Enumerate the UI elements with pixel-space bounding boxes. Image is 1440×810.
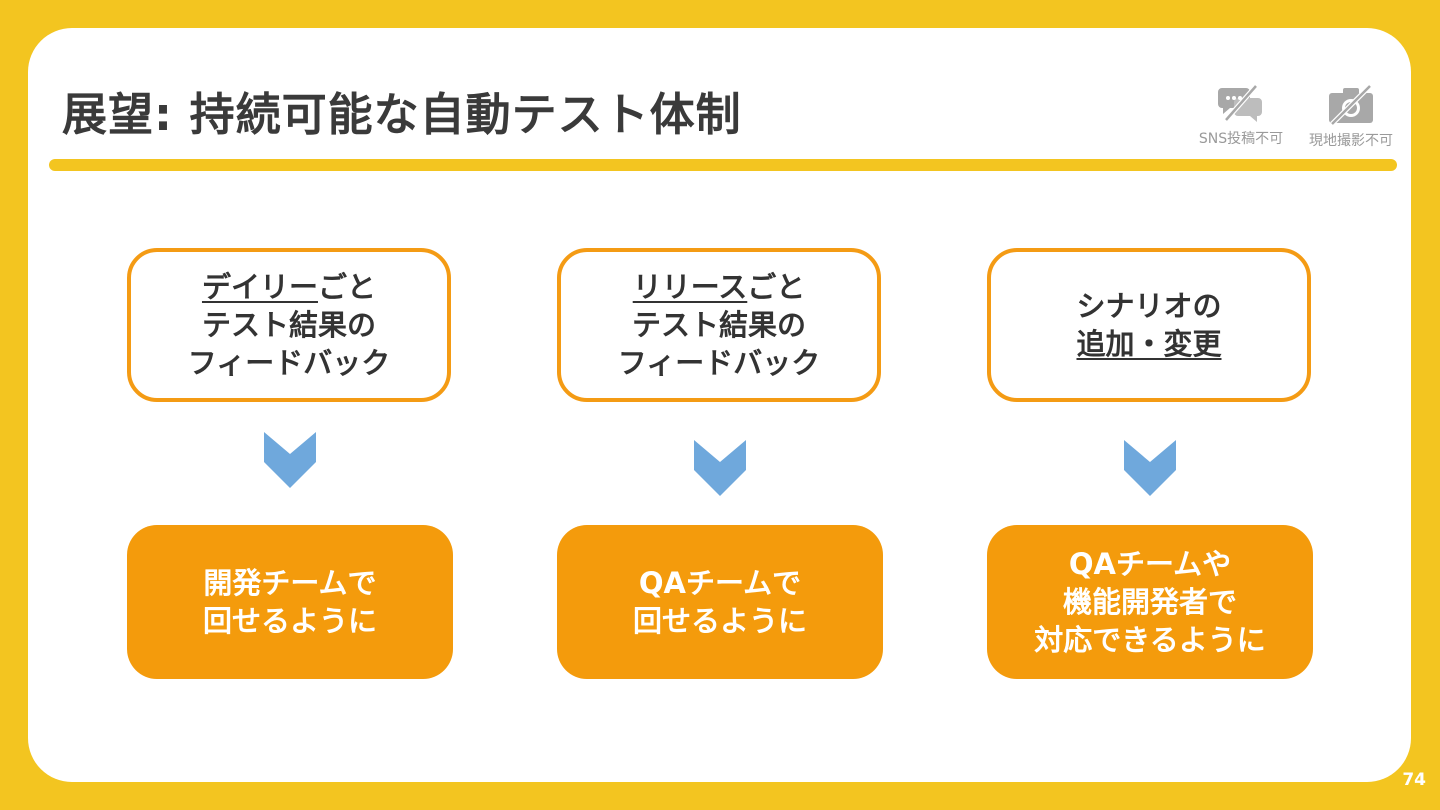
daily-line1-rest: ごと <box>317 270 376 304</box>
qa-dev-line2: 機能開発者で <box>1062 585 1237 619</box>
dev-team-line2: 回せるように <box>202 604 377 638</box>
qa-team-line2: 回せるように <box>632 604 807 638</box>
qa-dev-line1: QAチームや <box>1068 547 1232 581</box>
daily-underlined-text: デイリー <box>201 270 318 304</box>
release-line2: テスト結果の <box>631 308 806 342</box>
chevron-down-icon <box>264 432 316 488</box>
qa-team-line1: QAチームで <box>638 566 802 600</box>
photo-notice: 現地撮影不可 <box>1296 84 1406 150</box>
daily-line2: テスト結果の <box>201 308 376 342</box>
sns-notice: SNS投稿不可 <box>1186 84 1296 148</box>
no-camera-icon <box>1329 84 1373 126</box>
chevron-down-icon <box>694 440 746 496</box>
scenario-change-box: シナリオの 追加・変更 <box>987 248 1311 402</box>
release-underlined-text: リリース <box>632 270 748 304</box>
dev-team-box: 開発チームで 回せるように <box>127 525 453 679</box>
scenario-line1: シナリオの <box>1076 289 1222 323</box>
photo-notice-label: 現地撮影不可 <box>1309 133 1393 149</box>
dev-team-line1: 開発チームで <box>203 566 377 600</box>
qa-team-box: QAチームで 回せるように <box>557 525 883 679</box>
page-number: 74 <box>1402 770 1426 790</box>
no-sns-chat-icon <box>1218 84 1262 122</box>
release-line1-rest: ごと <box>747 270 806 304</box>
title-underline <box>49 159 1397 171</box>
daily-feedback-box: デイリーごと テスト結果の フィードバック <box>127 248 451 402</box>
release-line3: フィードバック <box>617 346 821 380</box>
daily-line3: フィードバック <box>187 346 391 380</box>
chevron-down-icon <box>1124 440 1176 496</box>
qa-and-dev-box: QAチームや 機能開発者で 対応できるように <box>987 525 1313 679</box>
slide-title: 展望: 持続可能な自動テスト体制 <box>62 88 742 141</box>
qa-dev-line3: 対応できるように <box>1034 623 1266 657</box>
release-feedback-box: リリースごと テスト結果の フィードバック <box>557 248 881 402</box>
sns-notice-label: SNS投稿不可 <box>1198 131 1284 147</box>
scenario-underlined-text: 追加・変更 <box>1076 327 1222 361</box>
